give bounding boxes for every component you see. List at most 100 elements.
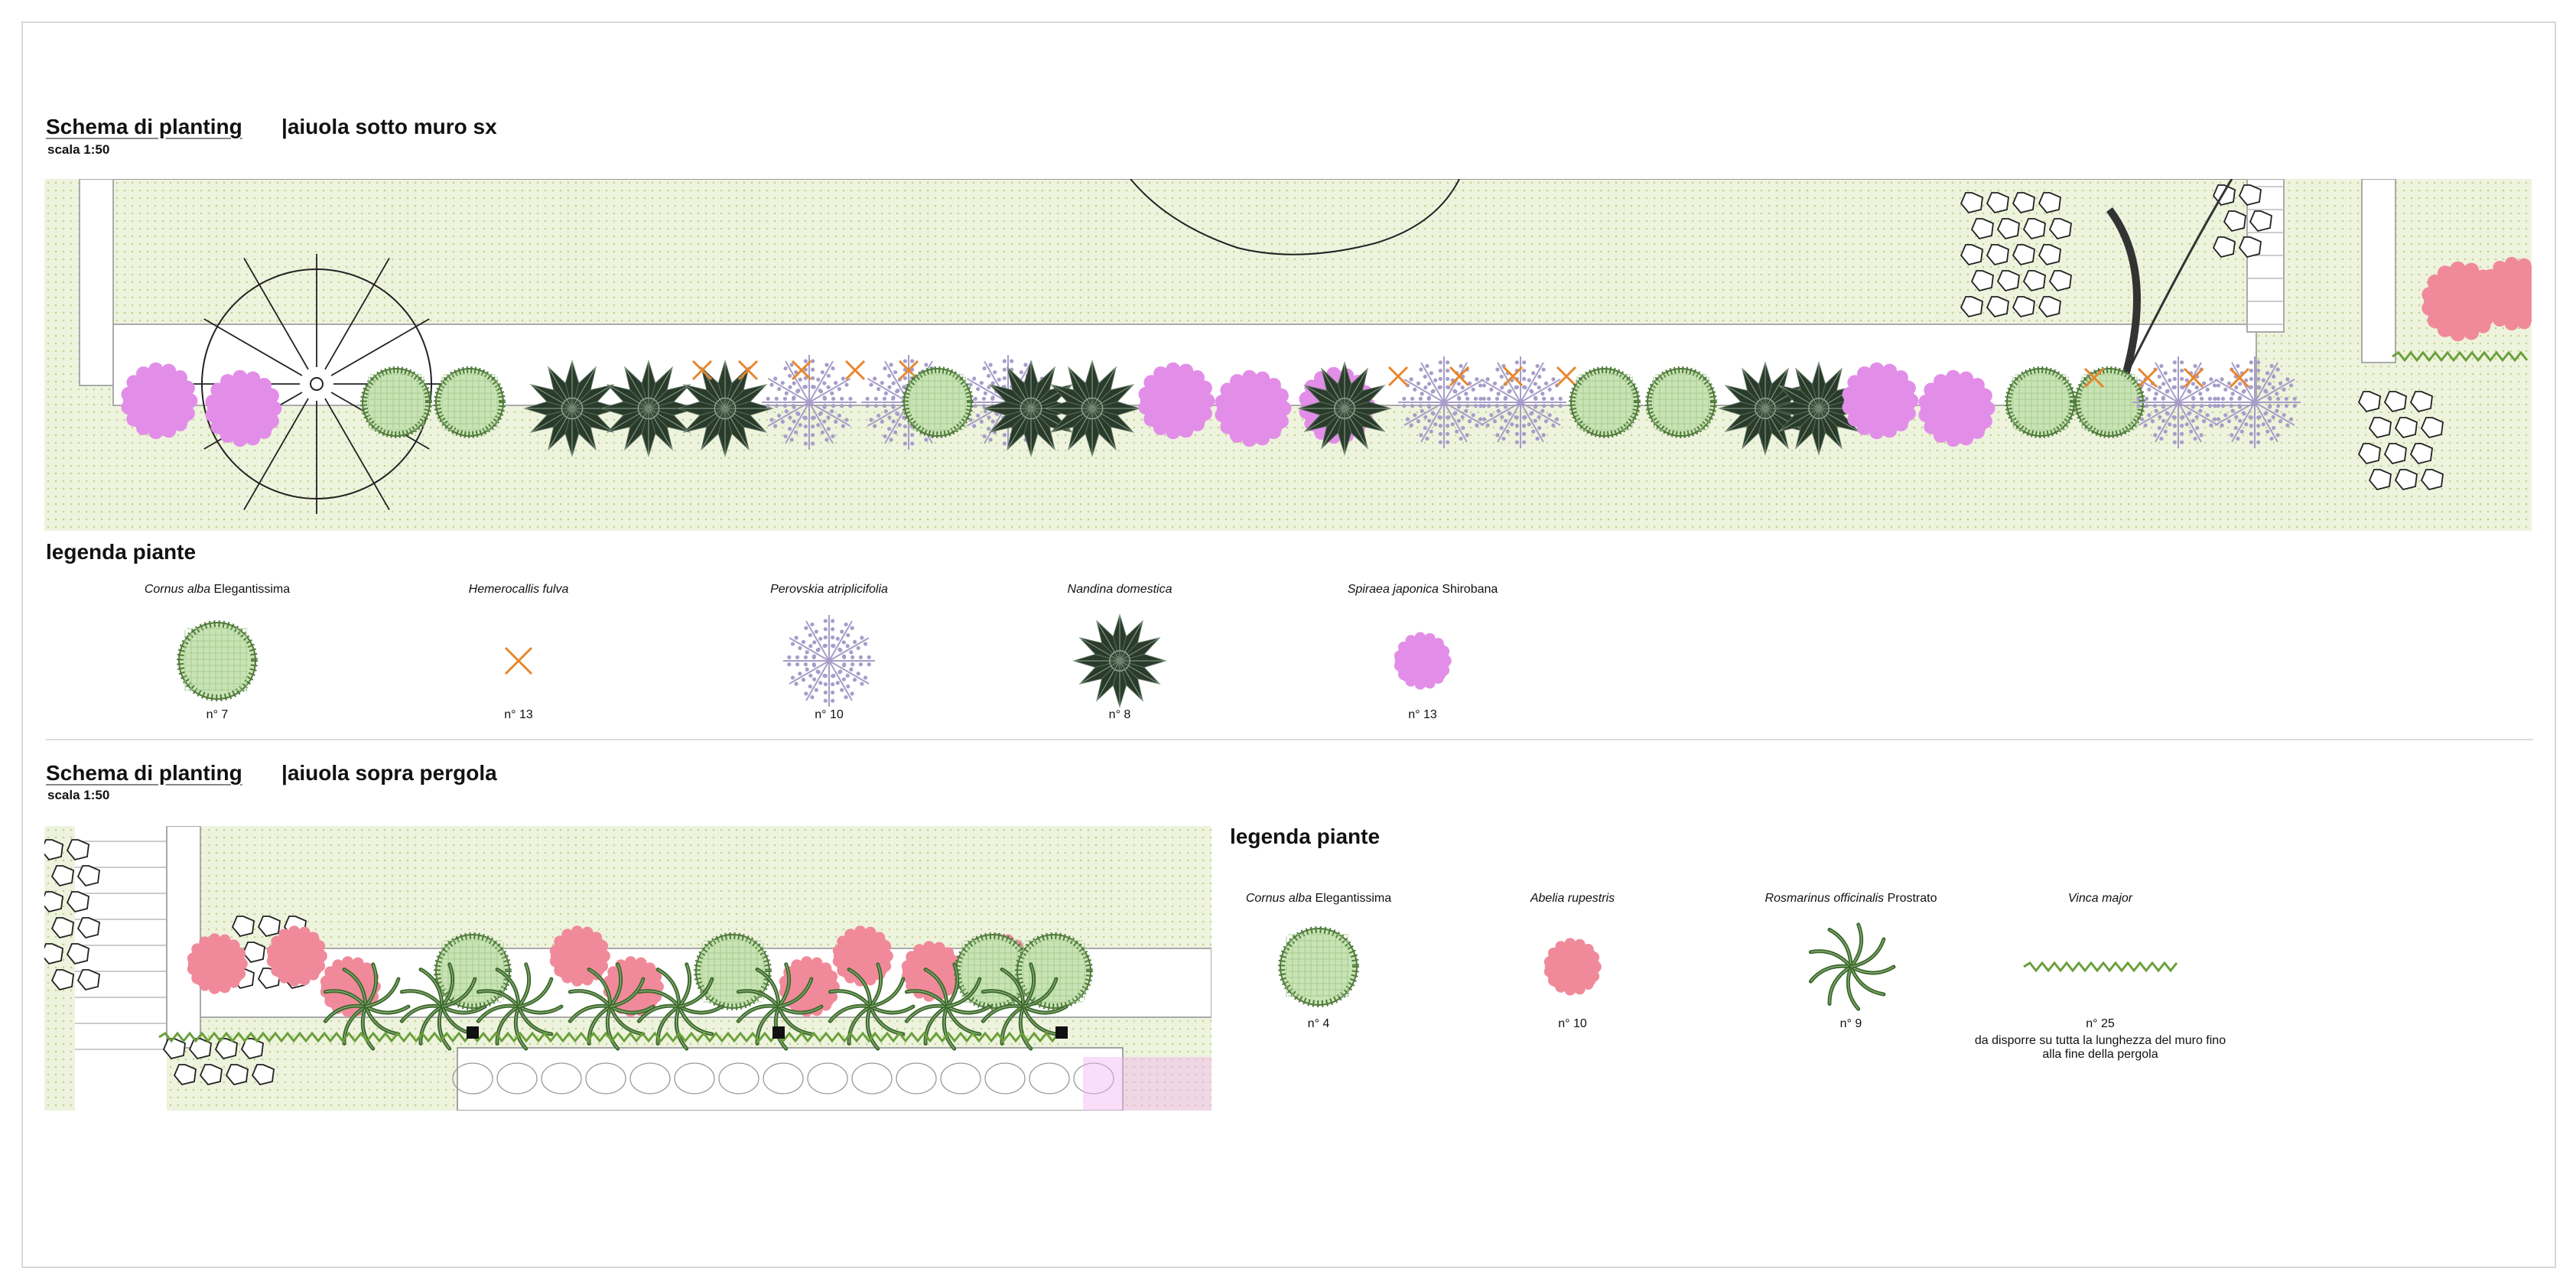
nandina-icon bbox=[676, 359, 774, 457]
nandina-icon bbox=[1771, 361, 1866, 456]
perovskia-icon bbox=[783, 615, 875, 707]
left-wall bbox=[79, 179, 114, 386]
pergola-post bbox=[467, 1026, 479, 1039]
section2-legend-count: n° 4 bbox=[1307, 1017, 1330, 1030]
section2-scale: scala 1:50 bbox=[47, 788, 110, 802]
spiraea-icon bbox=[205, 369, 282, 447]
hemerocallis-icon bbox=[1387, 366, 1409, 387]
spiraea-icon bbox=[1394, 632, 1452, 690]
perovskia-icon bbox=[2132, 356, 2224, 448]
section2-title: Schema di planting |aiuola sopra pergola bbox=[46, 761, 497, 785]
spiraea-icon bbox=[121, 362, 198, 440]
species-italic: Hemerocallis fulva bbox=[468, 583, 569, 596]
cornus-icon bbox=[2004, 366, 2077, 439]
section2-legend-name: Vinca major bbox=[1932, 892, 2269, 906]
cornus-icon bbox=[693, 932, 772, 1011]
spiraea-icon bbox=[1842, 362, 1919, 440]
stepping-stones-cluster bbox=[1960, 192, 2072, 318]
stone-paving bbox=[452, 1047, 1124, 1111]
abelia-icon bbox=[2478, 256, 2532, 331]
section1-legend-name: Perovskia atriplicifolia bbox=[661, 583, 997, 597]
cornus-icon bbox=[359, 366, 432, 439]
section1-legend-title: legenda piante bbox=[46, 540, 197, 564]
perovskia-icon bbox=[1398, 356, 1490, 448]
section2-legend-title: legenda piante bbox=[1230, 825, 1381, 848]
vinca-icon bbox=[158, 1031, 1060, 1043]
species-italic: Abelia rupestris bbox=[1530, 892, 1615, 905]
rosmarinus-icon bbox=[828, 962, 916, 1051]
hemerocallis-icon bbox=[844, 359, 866, 381]
spiraea-icon bbox=[1394, 632, 1452, 690]
rosmarinus-icon bbox=[476, 962, 564, 1051]
nandina-icon bbox=[1297, 361, 1392, 456]
section1-legend-count: n° 13 bbox=[1408, 708, 1437, 721]
hemerocallis-icon bbox=[791, 359, 812, 381]
cornus-icon bbox=[176, 620, 258, 702]
stepping-stones-cluster bbox=[162, 1038, 275, 1086]
section2-legend-count: n° 9 bbox=[1839, 1017, 1862, 1030]
tree-canopy-outline bbox=[1130, 179, 1460, 255]
perovskia-icon bbox=[762, 355, 857, 450]
perovskia-icon bbox=[1475, 356, 1566, 448]
section2-legend-name: Cornus alba Elegantissima bbox=[1150, 892, 1487, 906]
stepping-stones-cluster bbox=[2212, 184, 2272, 259]
garden-path bbox=[2106, 207, 2141, 379]
hemerocallis-icon bbox=[2137, 367, 2158, 389]
hemerocallis-icon bbox=[504, 646, 533, 675]
cornus-icon bbox=[2073, 366, 2145, 439]
drawing-frame bbox=[21, 21, 2556, 1268]
rosmarinus-icon bbox=[1808, 922, 1896, 1011]
species-italic: Cornus alba bbox=[1245, 892, 1312, 905]
hemerocallis-icon bbox=[1449, 366, 1470, 387]
species-italic: Nandina domestica bbox=[1067, 583, 1173, 596]
rosmarinus-icon bbox=[636, 962, 724, 1051]
stepping-stones-cluster bbox=[44, 839, 100, 991]
nandina-icon bbox=[523, 359, 621, 457]
cultivar-name: Elegantissima bbox=[1312, 892, 1392, 905]
vinca-icon bbox=[2023, 961, 2178, 973]
section2-legend-note: da disporre su tutta la lunghezza del mu… bbox=[1974, 1034, 2226, 1061]
spiraea-icon bbox=[1138, 362, 1215, 440]
right-wall bbox=[2361, 179, 2396, 363]
section2-planting-plan bbox=[44, 826, 1212, 1111]
section1-legend-name: Cornus alba Elegantissima bbox=[49, 583, 385, 597]
rosmarinus-icon bbox=[1808, 922, 1896, 1011]
species-italic: Rosmarinus officinalis bbox=[1764, 892, 1885, 905]
perovskia-icon bbox=[2209, 356, 2301, 448]
hemerocallis-icon bbox=[2229, 367, 2250, 389]
section-divider bbox=[46, 739, 2533, 740]
abelia-icon bbox=[187, 933, 248, 994]
abelia-icon bbox=[266, 925, 327, 987]
section1-title: Schema di planting |aiuola sotto muro sx bbox=[46, 115, 497, 139]
section1-legend-name: Spiraea japonica Shirobana bbox=[1254, 583, 1591, 597]
rosmarinus-icon bbox=[904, 962, 992, 1051]
section1-planting-plan bbox=[44, 179, 2532, 531]
species-italic: Cornus alba bbox=[144, 583, 211, 596]
hemerocallis-icon bbox=[737, 359, 759, 381]
plan2-drawing bbox=[44, 826, 1212, 1111]
upper-lawn-outline bbox=[112, 179, 2257, 325]
pink-paving bbox=[1083, 1057, 1212, 1111]
cultivar-name: Elegantissima bbox=[210, 583, 291, 596]
species-italic: Perovskia atriplicifolia bbox=[770, 583, 888, 596]
spiraea-icon bbox=[1215, 369, 1292, 447]
section1-scale: scala 1:50 bbox=[47, 142, 110, 157]
species-italic: Vinca major bbox=[2067, 892, 2133, 905]
cornus-icon bbox=[176, 620, 258, 702]
section1-subtitle: |aiuola sotto muro sx bbox=[281, 115, 497, 138]
vinca-icon bbox=[2023, 961, 2178, 973]
cultivar-name: Prostrato bbox=[1884, 892, 1937, 905]
section2-title-main: Schema di planting bbox=[46, 761, 242, 785]
hemerocallis-icon bbox=[691, 359, 713, 381]
abelia-icon bbox=[832, 925, 893, 987]
stepping-stones-cluster bbox=[2357, 391, 2444, 491]
pergola-post bbox=[1055, 1026, 1068, 1039]
cornus-icon bbox=[1014, 932, 1093, 1011]
section2-legend-count: n° 10 bbox=[1558, 1017, 1587, 1030]
section1-legend-name: Nandina domestica bbox=[951, 583, 1288, 597]
cornus-icon bbox=[1568, 366, 1641, 439]
spiraea-icon bbox=[1918, 369, 1995, 447]
section1-legend-name: Hemerocallis fulva bbox=[350, 583, 687, 597]
hemerocallis-icon bbox=[1556, 366, 1577, 387]
species-italic: Spiraea japonica bbox=[1347, 583, 1439, 596]
